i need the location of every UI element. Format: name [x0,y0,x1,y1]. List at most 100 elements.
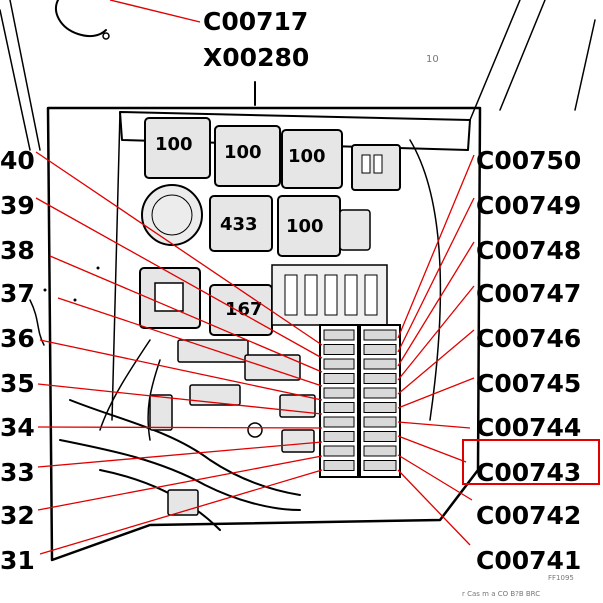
relay-1 [144,117,211,179]
left-edge-line-2 [9,0,41,151]
relay-3 [281,129,343,189]
round-relay-inner [151,194,193,236]
leader-c00717 [109,0,201,23]
fuse-slot [363,387,397,399]
fuse-slot [363,344,397,355]
fuse-slot [363,329,397,341]
fuse-slot [323,445,355,457]
right-label-group: C00750C00749C00748C00747C00746C00745C007… [476,146,581,575]
leader-left-38 [49,255,323,373]
leader-left-37 [57,297,323,387]
left-label-32: 32 [0,501,35,530]
right-label-c00745: C00745 [476,369,581,398]
leader-lines [35,151,475,555]
fuse-slot [363,402,397,413]
relay-3-label: 100 [288,146,326,167]
mini-fuse-5 [364,274,378,316]
fuse-slot [323,416,355,428]
fuse-slot [323,402,355,413]
leader-right-c00742 [397,454,473,501]
left-label-34: 34 [0,413,35,442]
right-label-c00746: C00746 [476,324,581,353]
leader-right-c00749 [397,197,475,353]
leader-right-c00744 [397,421,471,429]
connector-pin-2 [373,154,383,174]
left-label-37: 37 [0,279,35,308]
fuse-slot [363,445,397,457]
wire-harness-2 [59,439,301,511]
cable-loop-top-left [55,0,107,38]
fuse-slot [363,358,397,370]
left-label-33: 33 [0,458,35,487]
component-block-d [279,394,316,418]
left-edge-line-1 [0,9,31,151]
component-block-a [177,339,249,363]
fuse-slot [363,460,397,471]
right-label-c00741: C00741 [476,546,581,575]
fuse-slot [363,416,397,428]
leader-left-33 [37,441,323,468]
highlight-box [462,439,600,485]
relay-4 [209,195,273,252]
right-label-c00744: C00744 [476,413,581,442]
leader-right-c00741 [397,469,471,546]
right-edge-line-2 [499,0,546,111]
fuse-slot [323,358,355,370]
leader-right-c00748 [397,241,475,367]
relay-6-label: 167 [225,299,263,320]
wire-clip [149,394,173,431]
right-label-c00743: C00743 [476,458,581,487]
dot-mark-2 [73,298,77,302]
leader-right-c00747 [397,285,475,381]
mini-fuse-3 [324,274,338,316]
mounting-bolt [247,422,263,438]
leader-left-32 [37,455,323,511]
relay-1-label: 100 [155,134,193,155]
fuse-slot [363,431,397,442]
mini-fuse-1 [284,274,298,316]
left-label-40: 40 [0,146,35,175]
housing-inner-right [409,139,442,421]
left-label-31: 31 [0,546,35,575]
relay-2-label: 100 [224,142,262,163]
left-label-38: 38 [0,236,35,265]
right-label-c00749: C00749 [476,191,581,220]
leader-right-c00743 [397,435,467,463]
left-label-35: 35 [0,369,35,398]
mini-fuse-2 [304,274,318,316]
dot-mark-1 [43,288,47,292]
fuse-slot [363,373,397,384]
component-block-c [189,384,241,406]
fuse-slot [323,344,355,355]
right-label-c00748: C00748 [476,236,581,265]
round-relay [141,184,203,246]
fuse-box-housing [46,106,482,562]
mini-fuse-4 [344,274,358,316]
fuse-slot [323,431,355,442]
leader-right-c00750 [397,154,475,339]
left-edge-wire [29,299,45,346]
right-edge-line-3 [574,19,596,111]
leader-left-34 [37,426,323,429]
relay-5-label: 100 [286,216,324,237]
right-label-c00747: C00747 [476,279,581,308]
small-connector [339,209,371,251]
dot-mark-3 [96,266,100,270]
component-block-e [281,429,315,453]
leader-left-31 [39,469,323,555]
housing-lid-edge [119,111,471,151]
cable-end-connector [102,32,110,40]
fuse-slot [323,460,355,471]
relay-2 [214,125,281,187]
footer-caption: r Cas m a CO B?B BRC [462,590,540,598]
relay-4-label: 433 [220,214,258,235]
fuse-slot [323,387,355,399]
connector-label-x00280: X00280 [203,43,309,72]
wire-harness-1 [69,399,301,496]
right-label-c00750: C00750 [476,146,581,175]
right-edge-line-1 [469,0,521,121]
small-mark: 10 [426,54,439,65]
left-label-39: 39 [0,191,35,220]
fuse-slots [323,329,397,471]
leader-right-c00745 [397,377,475,409]
